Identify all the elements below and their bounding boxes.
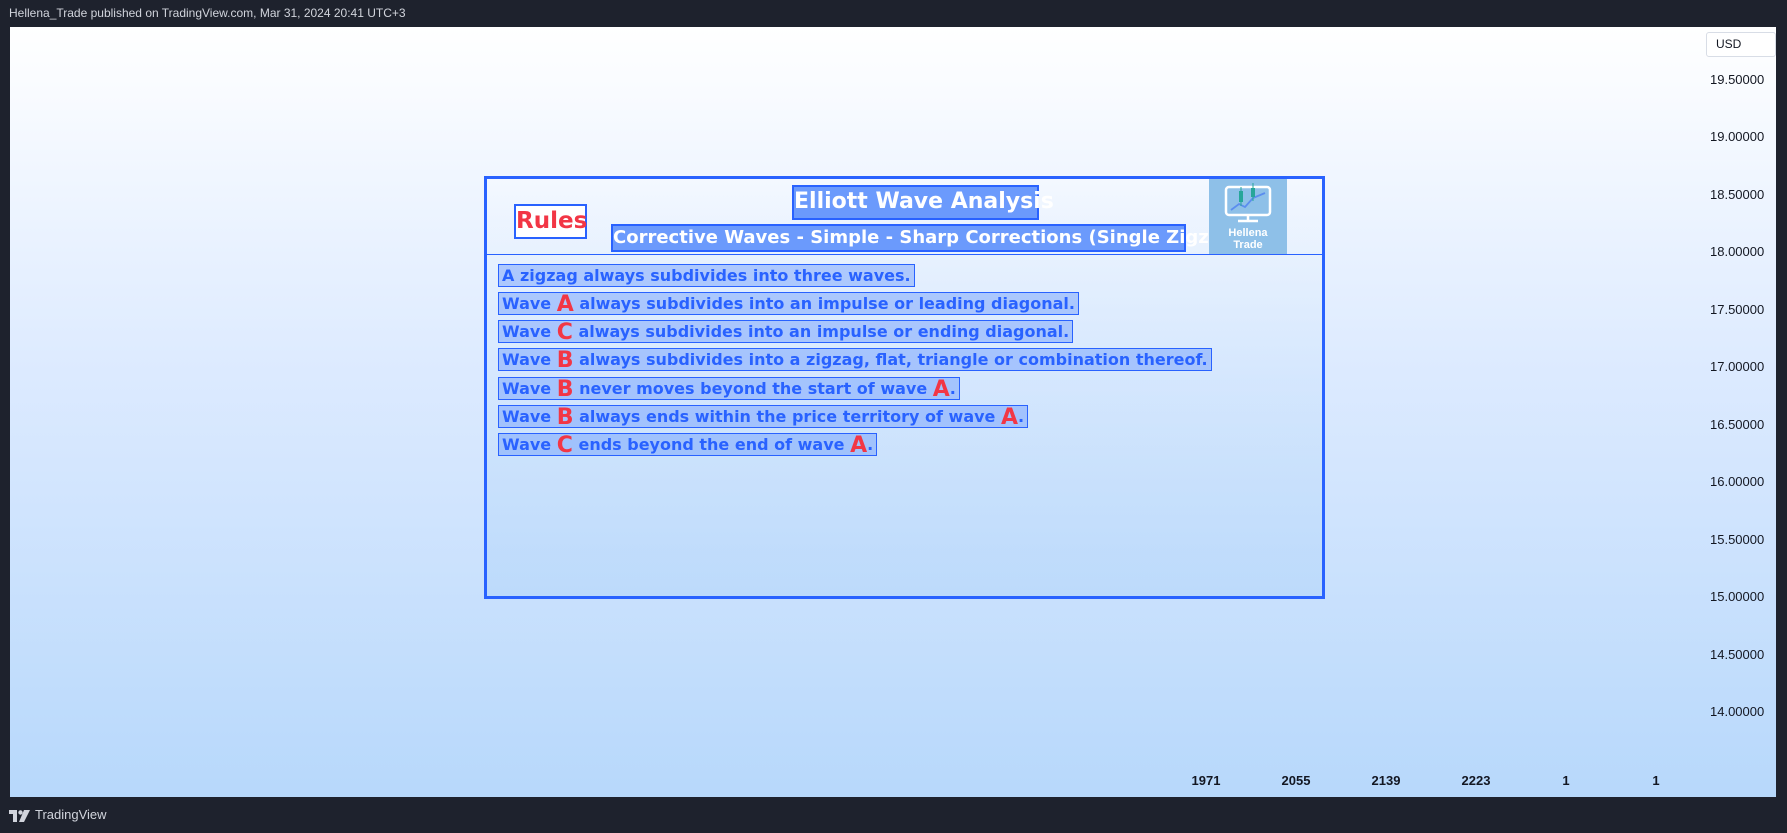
price-label: 18.00000 — [1710, 244, 1765, 259]
price-label: 18.50000 — [1710, 187, 1765, 202]
price-label: 14.00000 — [1710, 704, 1765, 719]
rule-text: Wave — [502, 379, 557, 398]
rule-text: Wave — [502, 294, 557, 313]
price-label: 19.00000 — [1710, 129, 1765, 144]
rule-text: always ends within the price territory o… — [573, 407, 1001, 426]
logo-line-2: Trade — [1233, 239, 1263, 251]
time-label: 2223 — [1461, 773, 1491, 788]
price-label: 15.00000 — [1710, 589, 1765, 604]
time-label: 2055 — [1281, 773, 1311, 788]
currency-selector[interactable]: USD — [1706, 32, 1776, 57]
price-label: 17.00000 — [1710, 359, 1765, 374]
wave-letter: A — [932, 377, 950, 402]
price-label: 14.50000 — [1710, 647, 1765, 662]
rule-text: never moves beyond the start of wave — [573, 379, 933, 398]
rule-item: Wave C ends beyond the end of wave A. — [498, 433, 878, 458]
rule-item: A zigzag always subdivides into three wa… — [498, 264, 915, 287]
rule-text: ends beyond the end of wave — [572, 435, 851, 454]
time-label: 1 — [1562, 773, 1570, 788]
panel-title: Elliott Wave Analysis — [792, 185, 1054, 220]
price-label: 15.50000 — [1710, 532, 1765, 547]
time-label: 1 — [1652, 773, 1660, 788]
rule-item: Wave B always ends within the price terr… — [498, 405, 1029, 430]
rule-text: always subdivides into a zigzag, flat, t… — [573, 350, 1208, 369]
time-label: 1971 — [1191, 773, 1221, 788]
rule-text: always subdivides into an impulse or lea… — [573, 294, 1075, 313]
rule-text: Wave — [502, 435, 557, 454]
elliott-wave-rules-panel[interactable]: Rules Elliott Wave Analysis Corrective W… — [484, 176, 1325, 599]
wave-letter: A — [556, 292, 574, 317]
rule-item: Wave B never moves beyond the start of w… — [498, 377, 960, 402]
wave-letter: A — [1000, 405, 1018, 430]
wave-letter: B — [556, 377, 574, 402]
tradingview-logo-icon[interactable] — [9, 809, 31, 822]
chart-area[interactable]: USD 19.50000 19.00000 18.50000 18.00000 … — [10, 27, 1776, 797]
wave-letter: C — [556, 433, 573, 458]
panel-subtitle: Corrective Waves - Simple - Sharp Correc… — [611, 224, 1248, 252]
price-label: 16.50000 — [1710, 417, 1765, 432]
rule-text: always subdivides into an impulse or end… — [572, 322, 1070, 341]
rule-text: . — [1018, 407, 1025, 426]
monitor-chart-icon — [1224, 183, 1272, 223]
rule-text: . — [949, 379, 956, 398]
logo-text: Hellena Trade — [1209, 227, 1287, 251]
brand-name[interactable]: TradingView — [35, 807, 107, 822]
footer: TradingView — [0, 797, 1787, 833]
rule-text: Wave — [502, 350, 557, 369]
wave-letter: B — [556, 348, 574, 373]
rule-item: Wave C always subdivides into an impulse… — [498, 320, 1074, 345]
rule-item: Wave B always subdivides into a zigzag, … — [498, 348, 1212, 373]
price-label: 16.00000 — [1710, 474, 1765, 489]
hellena-trade-logo: Hellena Trade — [1209, 179, 1287, 255]
time-label: 2139 — [1371, 773, 1401, 788]
rule-text: . — [867, 435, 874, 454]
rule-item: Wave A always subdivides into an impulse… — [498, 292, 1079, 317]
panel-divider — [487, 254, 1322, 255]
price-label: 19.50000 — [1710, 72, 1765, 87]
wave-letter: A — [850, 433, 868, 458]
logo-line-1: Hellena — [1228, 227, 1268, 239]
price-label: 17.50000 — [1710, 302, 1765, 317]
rule-text: Wave — [502, 322, 557, 341]
rule-text: Wave — [502, 407, 557, 426]
rules-label: Rules — [514, 204, 587, 239]
wave-letter: B — [556, 405, 574, 430]
wave-letter: C — [556, 320, 573, 345]
published-info: Hellena_Trade published on TradingView.c… — [9, 6, 406, 20]
rule-text: A zigzag always subdivides into three wa… — [502, 266, 911, 285]
